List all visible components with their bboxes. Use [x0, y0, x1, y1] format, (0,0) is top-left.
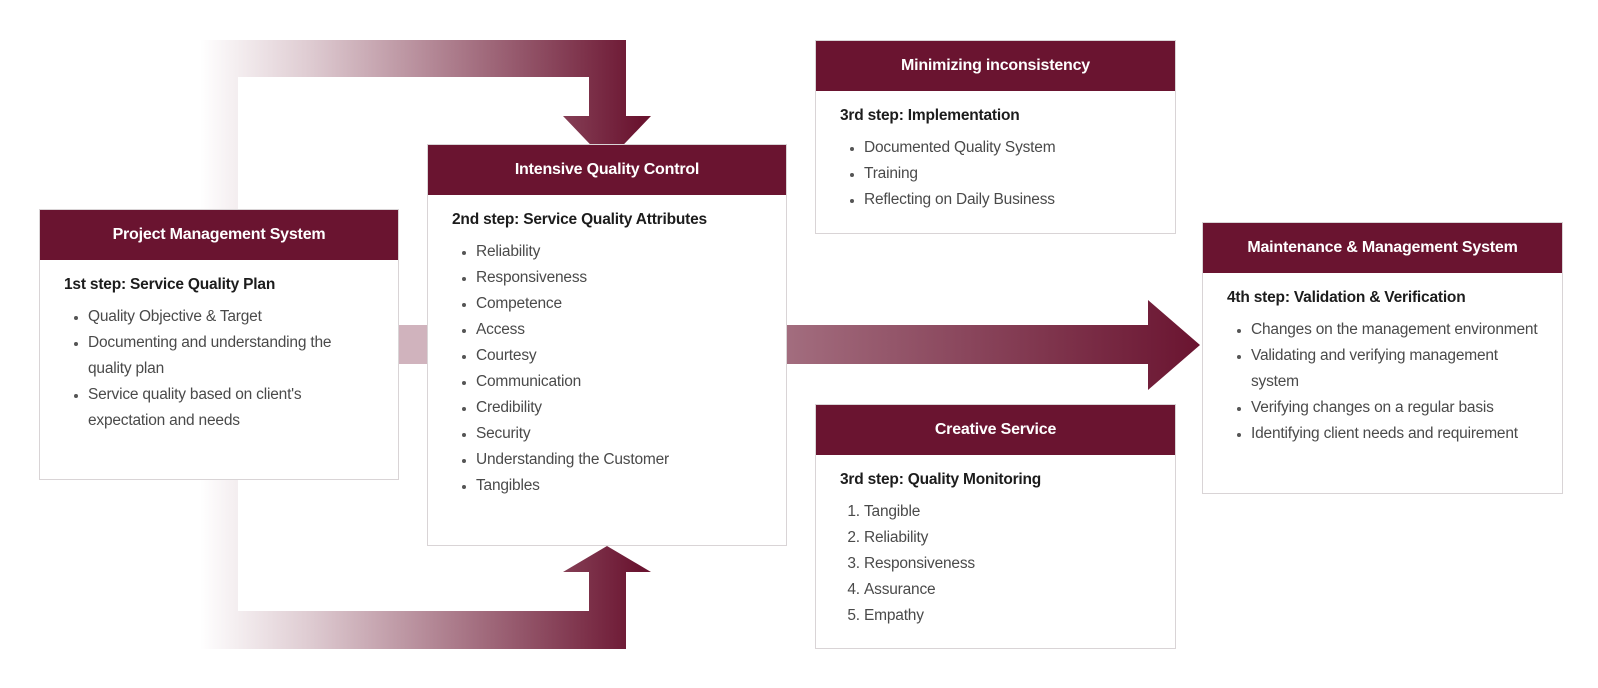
list-item: Tangible	[864, 499, 1153, 525]
project-management-list: Quality Objective & Target Documenting a…	[64, 304, 376, 434]
maintenance-management-header: Maintenance & Management System	[1203, 223, 1562, 273]
list-item: Competence	[476, 291, 764, 317]
list-item: Tangibles	[476, 473, 764, 499]
list-item: Responsiveness	[476, 265, 764, 291]
loop-arrow-top	[200, 40, 651, 210]
list-item: Communication	[476, 369, 764, 395]
list-item: Documenting and understanding the qualit…	[88, 330, 376, 382]
minimizing-inconsistency-card: Minimizing inconsistency 3rd step: Imple…	[815, 40, 1176, 234]
list-item: Assurance	[864, 577, 1153, 603]
intensive-quality-control-header: Intensive Quality Control	[428, 145, 786, 195]
quality-monitoring-list: Tangible Reliability Responsiveness Assu…	[840, 499, 1153, 629]
list-item: Reflecting on Daily Business	[864, 187, 1153, 213]
list-item: Reliability	[476, 239, 764, 265]
minimizing-inconsistency-header: Minimizing inconsistency	[816, 41, 1175, 91]
implementation-list: Documented Quality System Training Refle…	[840, 135, 1153, 213]
validation-list: Changes on the management environment Va…	[1227, 317, 1540, 447]
list-item: Service quality based on client's expect…	[88, 382, 376, 434]
project-management-header: Project Management System	[40, 210, 398, 260]
list-item: Courtesy	[476, 343, 764, 369]
step-4-title: 4th step: Validation & Verification	[1227, 289, 1466, 306]
list-item: Identifying client needs and requirement	[1251, 421, 1540, 447]
creative-service-card: Creative Service 3rd step: Quality Monit…	[815, 404, 1176, 649]
project-management-card: Project Management System 1st step: Serv…	[39, 209, 399, 480]
list-item: Access	[476, 317, 764, 343]
list-item: Validating and verifying management syst…	[1251, 343, 1540, 395]
list-item: Reliability	[864, 525, 1153, 551]
list-item: Empathy	[864, 603, 1153, 629]
list-item: Security	[476, 421, 764, 447]
list-item: Understanding the Customer	[476, 447, 764, 473]
main-flow-arrow	[785, 300, 1200, 390]
list-item: Documented Quality System	[864, 135, 1153, 161]
list-item: Changes on the management environment	[1251, 317, 1540, 343]
list-item: Training	[864, 161, 1153, 187]
step-1-title: 1st step: Service Quality Plan	[64, 276, 276, 293]
loop-arrow-bottom	[200, 480, 651, 649]
step-3-implementation-title: 3rd step: Implementation	[840, 107, 1020, 124]
intensive-quality-control-card: Intensive Quality Control 2nd step: Serv…	[427, 144, 787, 546]
connector-bar	[398, 325, 428, 364]
maintenance-management-card: Maintenance & Management System 4th step…	[1202, 222, 1563, 494]
quality-attributes-list: Reliability Responsiveness Competence Ac…	[452, 239, 764, 499]
step-3-monitoring-title: 3rd step: Quality Monitoring	[840, 471, 1042, 488]
creative-service-header: Creative Service	[816, 405, 1175, 455]
list-item: Credibility	[476, 395, 764, 421]
list-item: Responsiveness	[864, 551, 1153, 577]
list-item: Quality Objective & Target	[88, 304, 376, 330]
step-2-title: 2nd step: Service Quality Attributes	[452, 211, 707, 228]
list-item: Verifying changes on a regular basis	[1251, 395, 1540, 421]
